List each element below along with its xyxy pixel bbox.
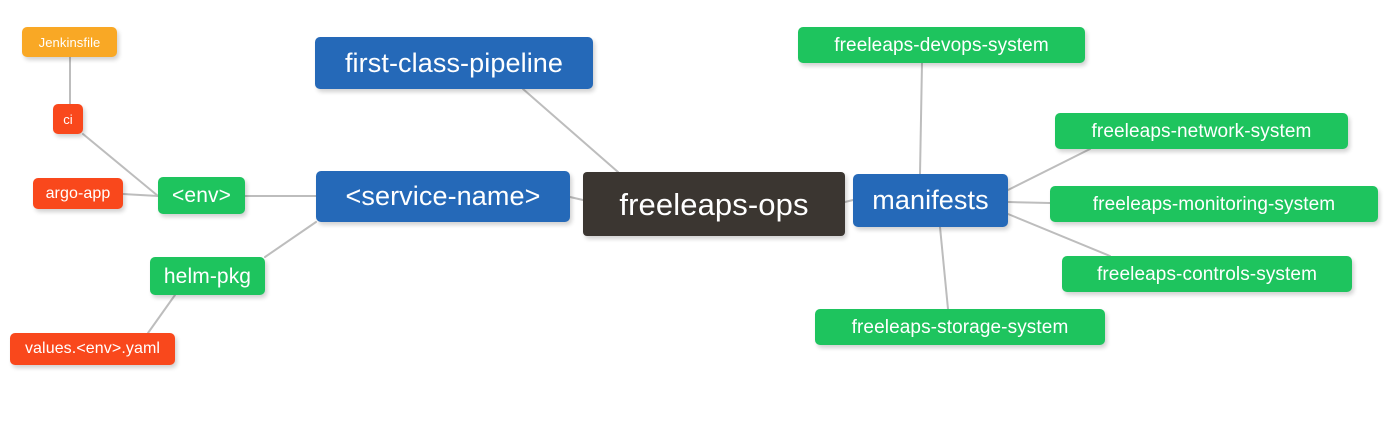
node-freeleaps-network-system[interactable]: freeleaps-network-system	[1055, 113, 1348, 149]
edge-helm-pkg-to-values-env-yaml	[147, 294, 176, 334]
edge-manifests-to-freeleaps-storage-system	[939, 226, 949, 310]
edge-manifests-to-freeleaps-network-system	[1007, 148, 1091, 191]
edge-argo-app-to-env	[122, 193, 159, 197]
node-service-name[interactable]: <service-name>	[316, 171, 570, 222]
edge-manifests-to-freeleaps-devops-system	[919, 62, 923, 175]
node-argo-app[interactable]: argo-app	[33, 178, 123, 209]
edge-freeleaps-ops-to-manifests	[844, 199, 854, 203]
node-manifests[interactable]: manifests	[853, 174, 1008, 227]
node-freeleaps-devops-system[interactable]: freeleaps-devops-system	[798, 27, 1085, 63]
node-jenkinsfile[interactable]: Jenkinsfile	[22, 27, 117, 57]
node-first-class-pipeline[interactable]: first-class-pipeline	[315, 37, 593, 89]
edge-first-class-pipeline-to-freeleaps-ops	[522, 88, 619, 173]
edge-service-name-to-helm-pkg	[264, 221, 317, 258]
node-env[interactable]: <env>	[158, 177, 245, 214]
edge-manifests-to-freeleaps-monitoring-system	[1007, 201, 1051, 204]
edge-service-name-to-freeleaps-ops	[569, 196, 584, 201]
node-ci[interactable]: ci	[53, 104, 83, 134]
node-freeleaps-monitoring-system[interactable]: freeleaps-monitoring-system	[1050, 186, 1378, 222]
node-freeleaps-storage-system[interactable]: freeleaps-storage-system	[815, 309, 1105, 345]
node-freeleaps-controls-system[interactable]: freeleaps-controls-system	[1062, 256, 1352, 292]
node-values-env-yaml[interactable]: values.<env>.yaml	[10, 333, 175, 365]
node-freeleaps-ops[interactable]: freeleaps-ops	[583, 172, 845, 236]
node-helm-pkg[interactable]: helm-pkg	[150, 257, 265, 295]
